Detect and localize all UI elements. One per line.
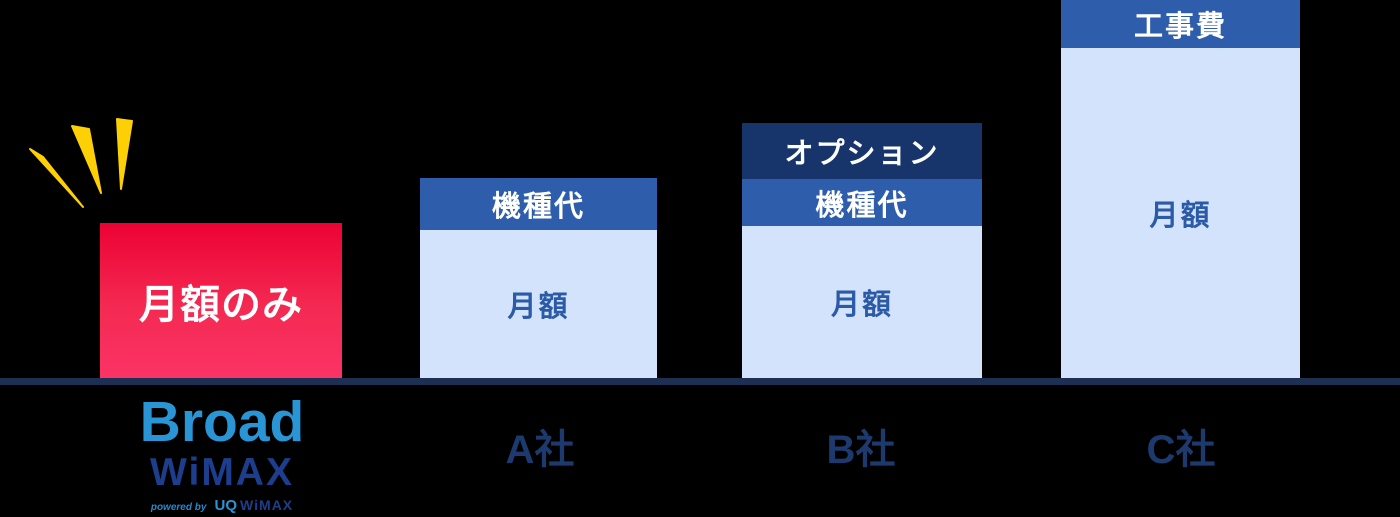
bar-company-a: 機種代 月額: [420, 178, 657, 378]
chart-baseline: [0, 378, 1400, 385]
bar-company-c-segment-monthly: 月額: [1061, 48, 1300, 378]
broad-wimax-logo: Broad WiMAX powered by UQ WiMAX: [139, 390, 305, 514]
bar-company-a-segment-device: 機種代: [420, 178, 657, 230]
bar-company-c: 工事費 月額: [1061, 0, 1300, 378]
bar-broad-wimax-segment-label: 月額のみ: [139, 282, 303, 327]
uq-logo-text: UQ: [214, 497, 237, 514]
bar-company-b-segment-option: オプション: [742, 123, 982, 179]
bar-company-c-segment-construction: 工事費: [1061, 0, 1300, 48]
category-label-company-b: B社: [826, 428, 896, 472]
uq-wimax-logo-text: WiMAX: [240, 497, 294, 513]
sparkle-icon: [29, 118, 133, 208]
bar-company-b-segment-device: 機種代: [742, 179, 982, 226]
bar-company-b-segment-monthly: 月額: [742, 226, 982, 378]
logo-text-broad: Broad: [139, 390, 305, 454]
category-label-company-a: A社: [505, 428, 575, 472]
logo-powered-by-prefix: powered by: [150, 502, 207, 513]
bar-broad-wimax: 月額のみ: [100, 223, 342, 378]
bar-company-b: オプション 機種代 月額: [742, 123, 982, 378]
logo-powered-by: powered by UQ WiMAX: [140, 498, 305, 513]
category-label-company-c: C社: [1146, 428, 1216, 472]
bar-company-a-segment-monthly: 月額: [420, 230, 657, 378]
logo-text-wimax: WiMAX: [150, 451, 294, 494]
